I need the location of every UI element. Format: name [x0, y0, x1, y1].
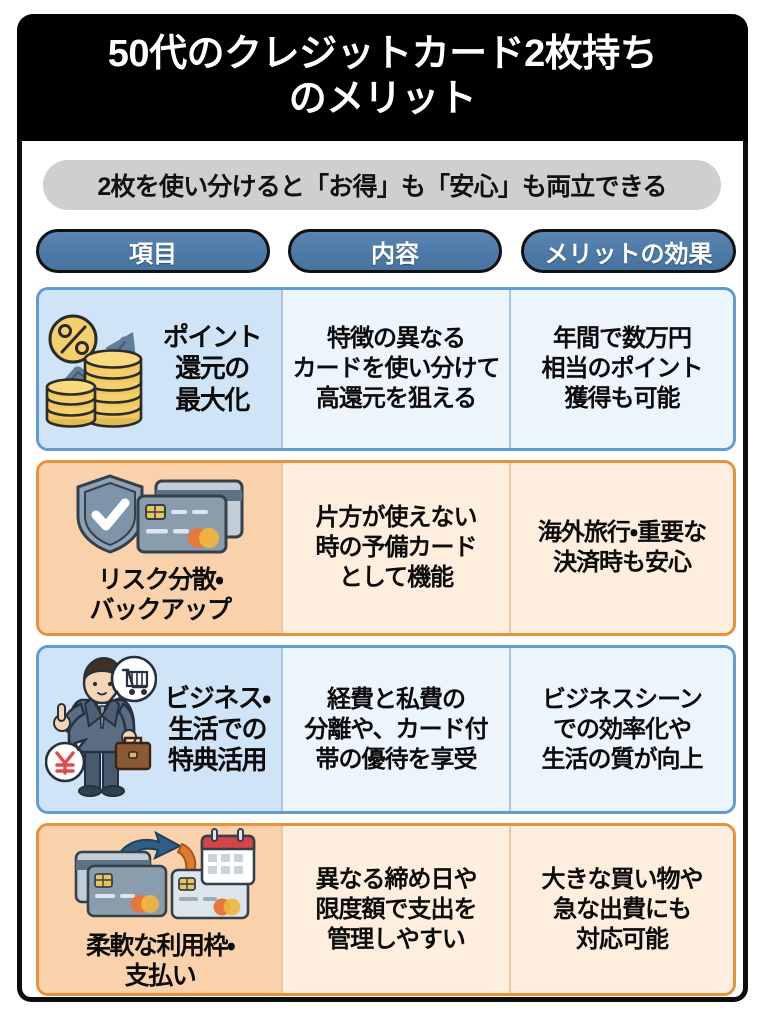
- table-row: リスク分散・ バックアップ 片方が使えない 時の予備カード として機能 海外旅行…: [36, 460, 736, 636]
- row-content-cell: 片方が使えない 時の予備カード として機能: [281, 463, 509, 633]
- row-label-text: ポイント 還元の 最大化: [162, 322, 263, 415]
- cards-arrows-calendar-icon: [62, 828, 258, 929]
- row-effect-text: 年間で数万円 相当のポイント 獲得も可能: [541, 325, 704, 412]
- row-content-cell: 特徴の異なる カードを使い分けて 高還元を狙える: [281, 290, 509, 448]
- table-row: 柔軟な利用枠・ 支払い 異なる締め日や 限度額で支出を 管理しやすい 大きな買い…: [36, 823, 736, 996]
- row-effect-text: ビジネスシーン での効率化や 生活の質が向上: [541, 685, 704, 773]
- row-label-text: 柔軟な利用枠・ 支払い: [85, 932, 236, 990]
- page-title: 50代のクレジットカード2枚持ち のメリット: [107, 32, 658, 120]
- row-label-cell: ポイント 還元の 最大化: [39, 290, 281, 448]
- row-label-text: リスク分散・ バックアップ: [89, 565, 232, 624]
- row-label-text: ビジネス・ 生活での 特典活用: [164, 682, 271, 776]
- column-header-content: 内容: [288, 229, 502, 273]
- table-row: ポイント 還元の 最大化 特徴の異なる カードを使い分けて 高還元を狙える 年間…: [36, 287, 736, 451]
- businessman-cart-yen-icon: [44, 654, 158, 805]
- row-content-text: 片方が使えない 時の予備カード として機能: [315, 504, 478, 591]
- row-effect-cell: ビジネスシーン での効率化や 生活の質が向上: [509, 648, 733, 811]
- table-row: ビジネス・ 生活での 特典活用 経費と私費の 分離や、カード付 帯の優待を享受 …: [36, 645, 736, 814]
- title-bar: 50代のクレジットカード2枚持ち のメリット: [17, 14, 748, 145]
- row-label-cell: リスク分散・ バックアップ: [39, 463, 281, 633]
- column-header-label: 内容: [371, 240, 419, 268]
- row-label-cell: ビジネス・ 生活での 特典活用: [39, 648, 281, 811]
- column-header-row: 項目 内容 メリットの効果: [36, 229, 736, 273]
- row-content-text: 特徴の異なる カードを使い分けて 高還元を狙える: [292, 325, 501, 412]
- column-header-item: 項目: [36, 229, 270, 273]
- column-header-label: メリットの効果: [544, 240, 713, 268]
- subtitle-text: 2枚を使い分けると「お得」も「安心」も両立できる: [97, 173, 667, 201]
- row-content-text: 異なる締め日や 限度額で支出を 管理しやすい: [315, 865, 478, 953]
- column-header-label: 項目: [129, 240, 177, 268]
- row-effect-text: 海外旅行・重要な 決済時も安心: [537, 519, 707, 576]
- coins-percent-growth-icon: [45, 306, 147, 433]
- row-effect-cell: 大きな買い物や 急な出費にも 対応可能: [509, 826, 733, 993]
- row-label-cell: 柔軟な利用枠・ 支払い: [39, 826, 281, 993]
- row-content-cell: 経費と私費の 分離や、カード付 帯の優待を享受: [281, 648, 509, 811]
- row-content-text: 経費と私費の 分離や、カード付 帯の優待を享受: [304, 685, 488, 773]
- column-header-effect: メリットの効果: [521, 229, 736, 273]
- subtitle-banner: 2枚を使い分けると「お得」も「安心」も両立できる: [43, 160, 721, 210]
- content-frame: 2枚を使い分けると「お得」も「安心」も両立できる 項目 内容 メリットの効果: [17, 141, 748, 1002]
- shield-credit-cards-icon: [72, 472, 248, 563]
- row-content-cell: 異なる締め日や 限度額で支出を 管理しやすい: [281, 826, 509, 993]
- row-effect-cell: 年間で数万円 相当のポイント 獲得も可能: [509, 290, 733, 448]
- row-effect-text: 大きな買い物や 急な出費にも 対応可能: [541, 865, 704, 953]
- row-effect-cell: 海外旅行・重要な 決済時も安心: [509, 463, 733, 633]
